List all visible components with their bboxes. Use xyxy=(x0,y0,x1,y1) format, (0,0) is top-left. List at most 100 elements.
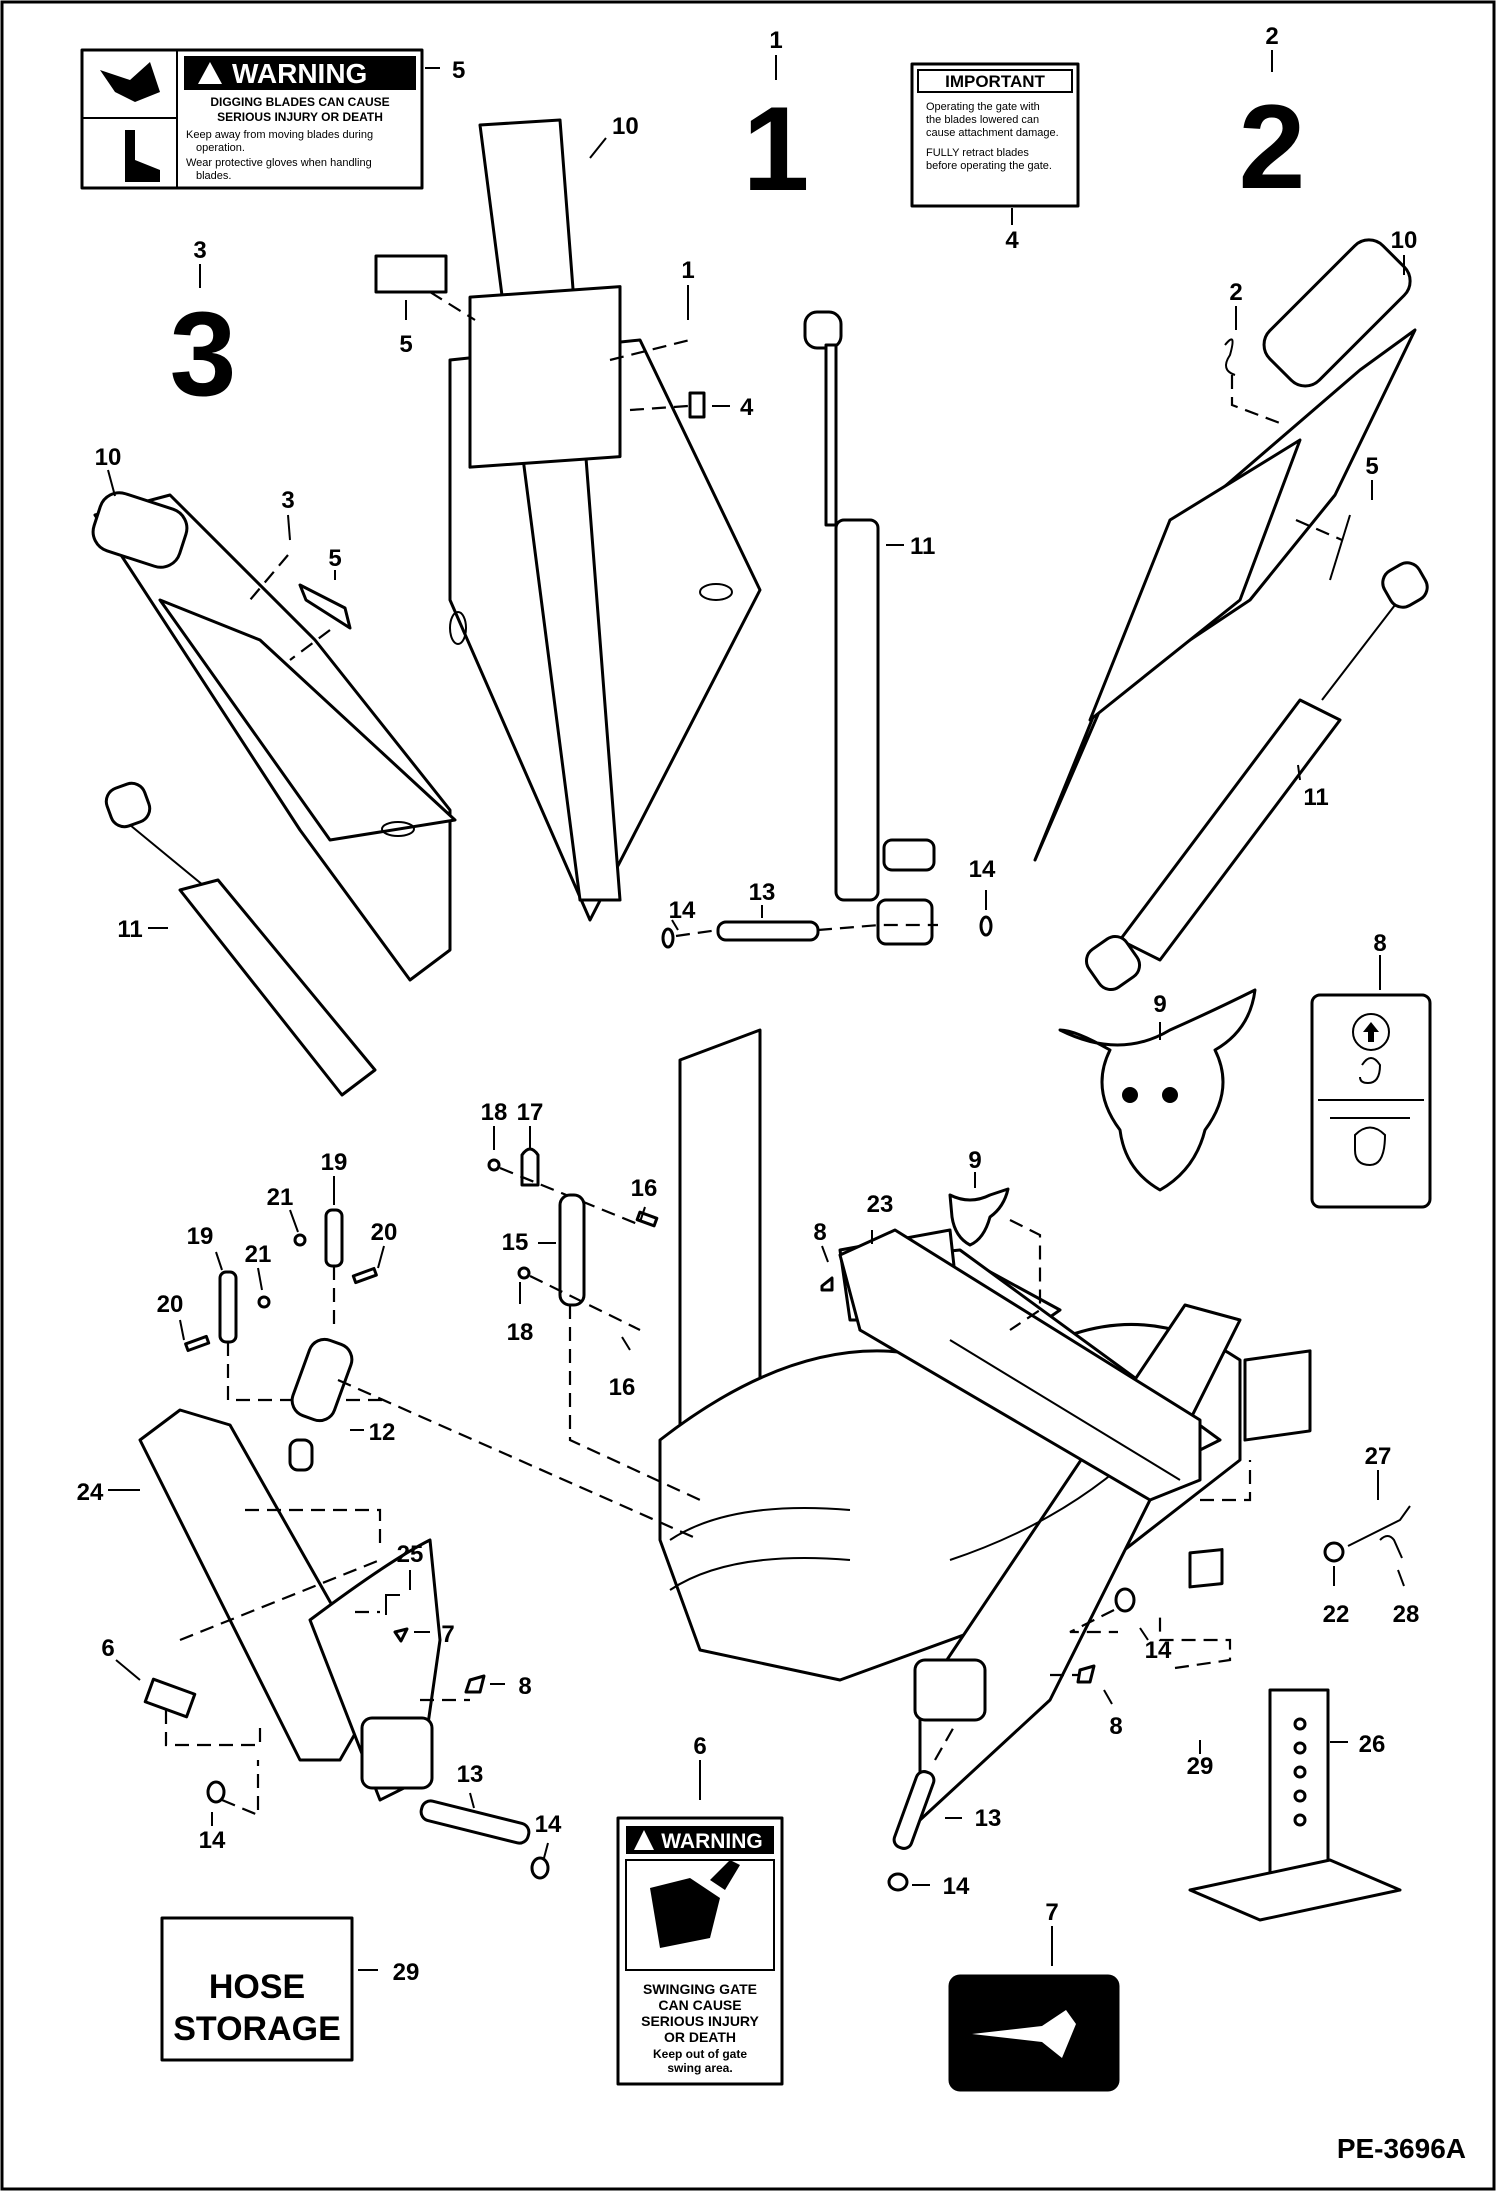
grease-gun-icon xyxy=(972,2026,1042,2042)
decal-title: WARNING xyxy=(661,1830,763,1853)
decal-6-location xyxy=(143,1677,197,1719)
decal-8-location xyxy=(464,1674,486,1694)
decal-text: operation. xyxy=(196,142,245,154)
pin-13 xyxy=(716,920,820,942)
hand-hazard-icon xyxy=(100,62,160,102)
pin-19 xyxy=(218,1270,238,1344)
clip-28 xyxy=(1379,1535,1403,1559)
callout-5: 5 xyxy=(328,545,341,572)
callout-20: 20 xyxy=(371,1219,398,1246)
callout-20: 20 xyxy=(157,1291,184,1318)
decal-text: HOSE xyxy=(209,1968,305,2006)
callout-14: 14 xyxy=(1145,1637,1172,1664)
callout-8: 8 xyxy=(813,1219,826,1246)
callout-7: 7 xyxy=(1045,1899,1058,1926)
callout-5: 5 xyxy=(452,57,465,84)
callout-21: 21 xyxy=(245,1241,272,1268)
clip-14 xyxy=(206,1780,226,1804)
callout-18: 18 xyxy=(507,1319,534,1346)
decal-title: IMPORTANT xyxy=(945,72,1045,91)
clip-14 xyxy=(661,927,675,949)
nut-18 xyxy=(487,1158,501,1172)
decal-text: CAN CAUSE xyxy=(658,1997,741,2013)
decal-text: STORAGE xyxy=(173,2010,341,2048)
decal-5-location xyxy=(298,583,352,630)
marker-3: 3 xyxy=(170,287,237,421)
decal-7-location xyxy=(393,1627,409,1643)
decal-text: Keep away from moving blades during xyxy=(186,129,373,141)
callout-13: 13 xyxy=(975,1805,1002,1832)
callout-17: 17 xyxy=(517,1099,544,1126)
decal-text: OR DEATH xyxy=(664,2029,736,2045)
callout-19: 19 xyxy=(321,1149,348,1176)
callout-11: 11 xyxy=(1303,784,1328,811)
callout-2: 2 xyxy=(1229,279,1242,306)
decal-text: SWINGING GATE xyxy=(643,1981,757,1997)
callout-14: 14 xyxy=(669,897,696,924)
callout-12: 12 xyxy=(369,1419,396,1446)
decal-text: Wear protective gloves when handling xyxy=(186,157,372,169)
decal-8-location xyxy=(1076,1664,1096,1684)
marker-2: 2 xyxy=(1239,80,1306,214)
decal-text: SERIOUS INJURY xyxy=(641,2013,759,2029)
hydraulic-cylinder-center xyxy=(803,310,936,946)
bobcat-logo-decal xyxy=(1058,988,1257,1192)
callout-11: 11 xyxy=(910,533,935,560)
hitch-receiver xyxy=(1243,1349,1312,1442)
callout-16: 16 xyxy=(631,1175,658,1202)
callout-26: 26 xyxy=(1359,1731,1386,1758)
hydraulic-cylinder-right xyxy=(1084,561,1429,992)
callout-29: 29 xyxy=(1187,1753,1214,1780)
callout-23: 23 xyxy=(867,1191,894,1218)
blade-assembly-left xyxy=(91,491,457,982)
callout-8: 8 xyxy=(1373,930,1386,957)
washer-22 xyxy=(1323,1541,1345,1563)
decal-warning-swinging-gate: WARNING SWINGING GATE CAN CAUSE SERIOUS … xyxy=(616,1816,784,2086)
swivel-12 xyxy=(288,1337,354,1472)
callout-2: 2 xyxy=(1265,23,1278,50)
decal-text: FULLY retract blades xyxy=(926,147,1029,159)
decal-29-location xyxy=(1188,1548,1224,1589)
callout-8: 8 xyxy=(518,1673,531,1700)
clip-14 xyxy=(1114,1587,1136,1613)
decal-text: Operating the gate with xyxy=(926,101,1040,113)
decal-important-gate: IMPORTANT Operating the gate with the bl… xyxy=(910,62,1080,208)
blade-assembly-right xyxy=(1033,238,1417,862)
callout-9: 9 xyxy=(968,1147,981,1174)
decal-grease-point xyxy=(948,1974,1120,2092)
bobcat-logo-small xyxy=(948,1187,1010,1247)
figure-code: PE-3696A xyxy=(1337,2133,1466,2164)
callout-10: 10 xyxy=(612,113,639,140)
clip-14 xyxy=(887,1872,909,1892)
callout-5: 5 xyxy=(1365,453,1378,480)
boot-hazard-icon xyxy=(125,130,160,182)
callout-21: 21 xyxy=(267,1184,294,1211)
callout-1: 1 xyxy=(681,257,694,284)
decal-text: DIGGING BLADES CAN CAUSE xyxy=(210,95,389,109)
clip-14 xyxy=(530,1856,550,1880)
up-arrow-icon xyxy=(1352,1013,1390,1051)
decal-text: cause attachment damage. xyxy=(926,127,1059,139)
callout-15: 15 xyxy=(502,1229,529,1256)
callout-25: 25 xyxy=(397,1541,424,1568)
gate-arm-left xyxy=(138,1408,442,1802)
jack-stand-26 xyxy=(1188,1688,1402,1922)
callout-13: 13 xyxy=(749,879,776,906)
pin-15 xyxy=(558,1193,586,1307)
callout-3: 3 xyxy=(193,237,206,264)
callout-10: 10 xyxy=(95,444,122,471)
decal-hose-storage: HOSE STORAGE xyxy=(160,1916,354,2062)
decal-warning-digging-blades: WARNING DIGGING BLADES CAN CAUSE SERIOUS… xyxy=(80,48,424,190)
gate-crush-icon xyxy=(650,1878,720,1948)
decal-text: before operating the gate. xyxy=(926,160,1052,172)
callout-13: 13 xyxy=(457,1761,484,1788)
callout-11: 11 xyxy=(117,916,142,943)
clip-14 xyxy=(979,915,993,937)
callout-9: 9 xyxy=(1153,991,1166,1018)
decal-text: swing area. xyxy=(667,2061,732,2075)
blade-assembly-center xyxy=(448,118,762,922)
callout-8: 8 xyxy=(1109,1713,1122,1740)
mounting-plate-23 xyxy=(838,1228,1202,1502)
decal-5-location xyxy=(1329,514,1351,581)
callout-3: 3 xyxy=(281,487,294,514)
